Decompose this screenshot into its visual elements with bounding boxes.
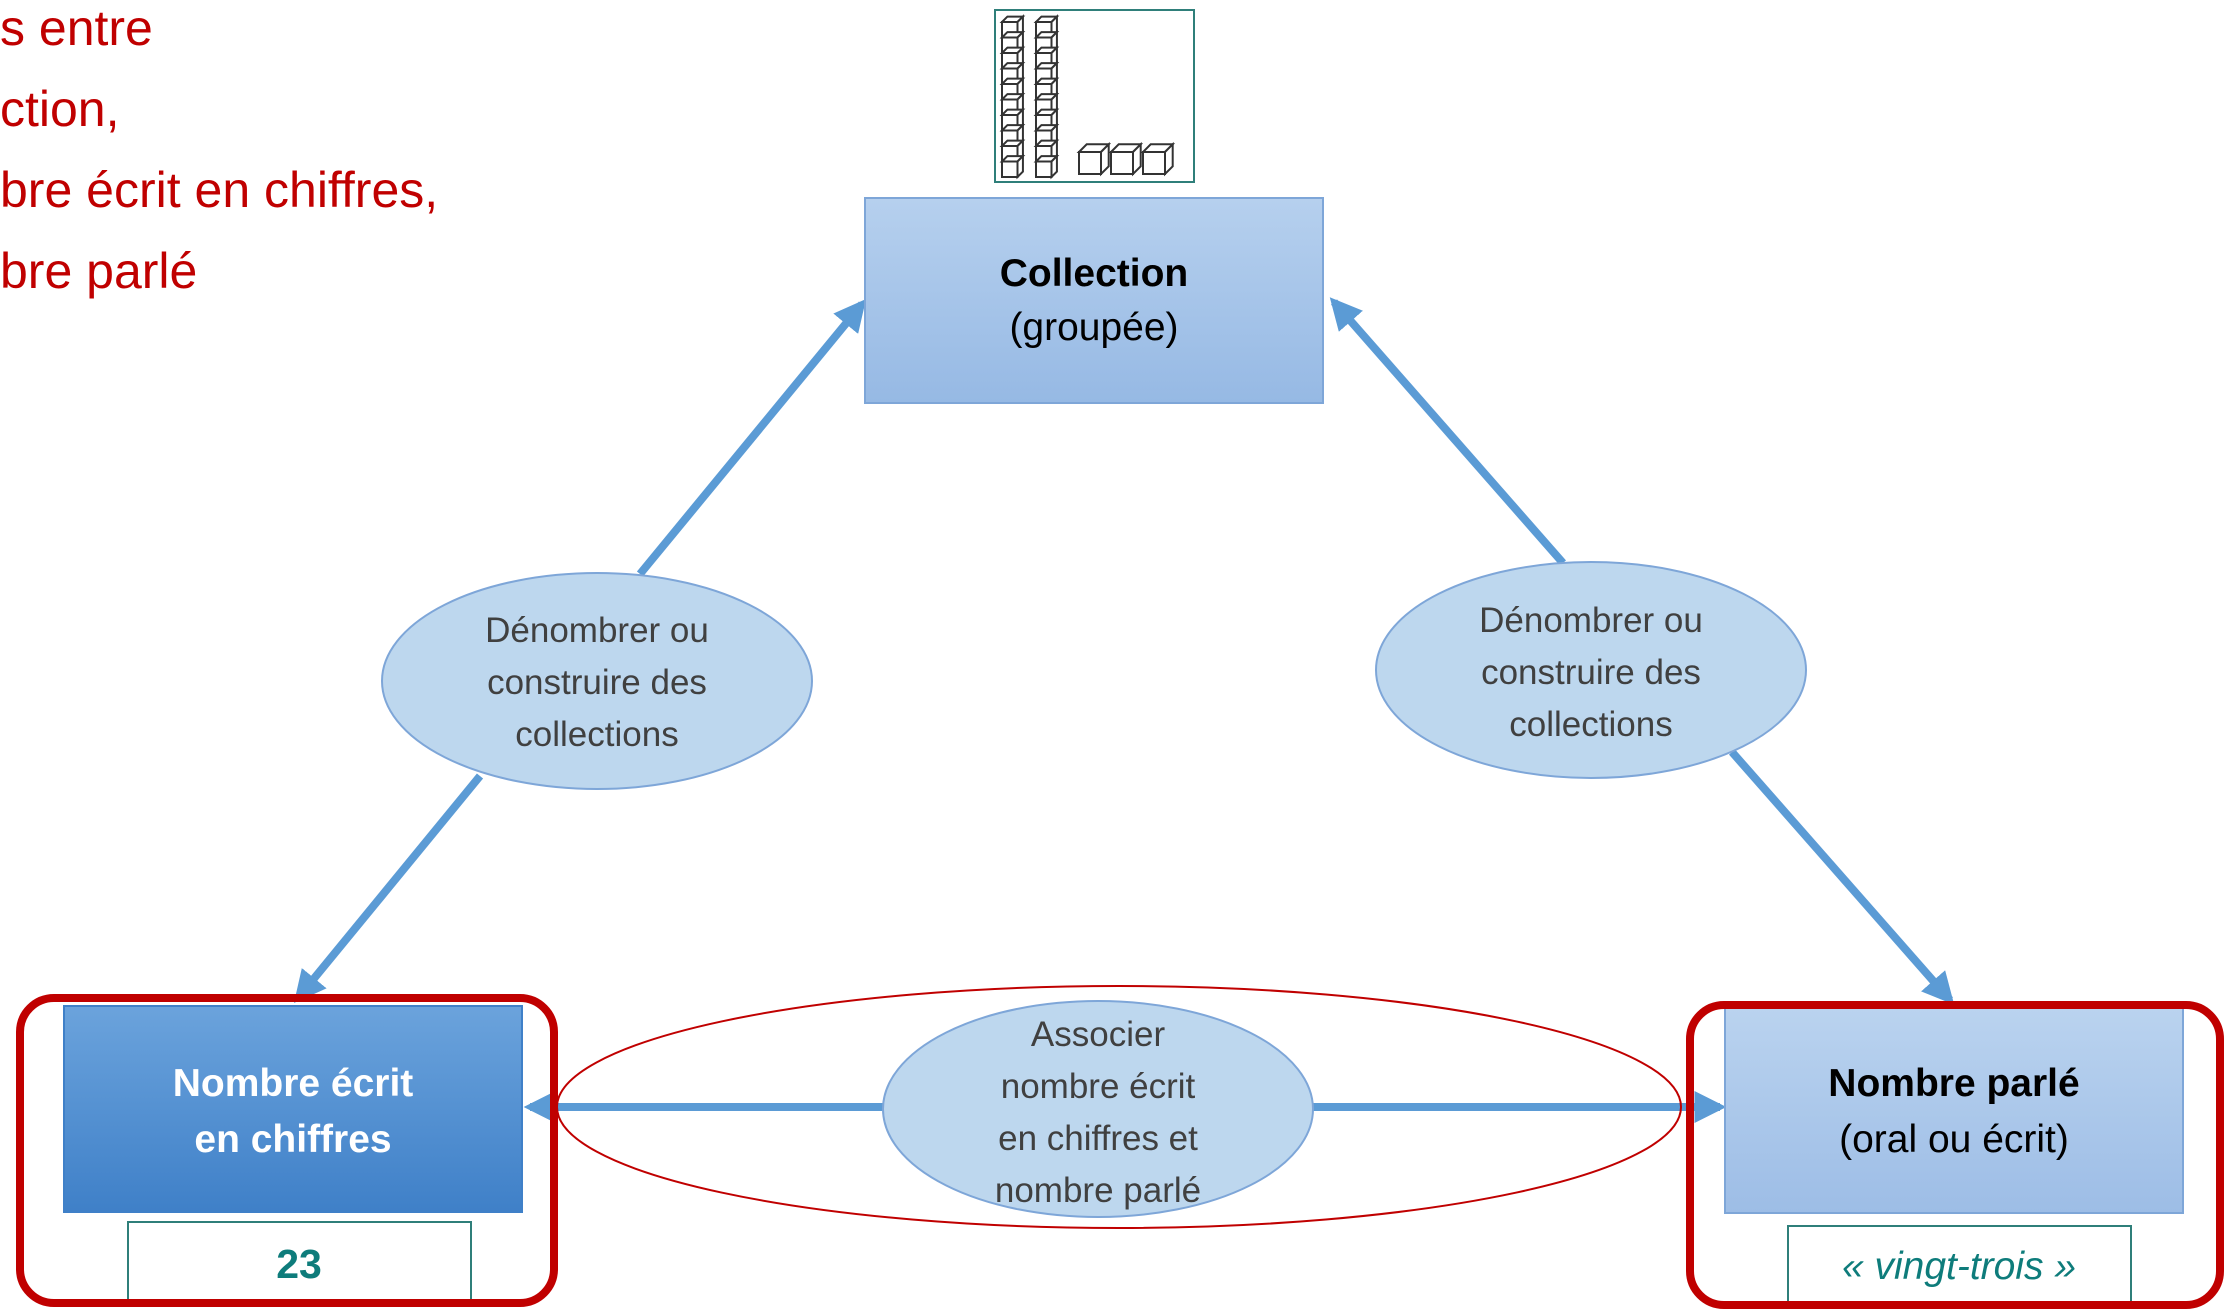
left-relation: Dénombrer ou construire des collections: [381, 572, 813, 790]
arrow-collection-to-spoken: [1728, 749, 1955, 1005]
cube-side: [1016, 153, 1024, 180]
written-number-highlight: [16, 994, 558, 1307]
slide-title: s entre ction, bre écrit en chiffres, br…: [0, 0, 438, 312]
bottom-relation: Associer nombre écrit en chiffres et nom…: [882, 1000, 1314, 1218]
cube-face: [1001, 160, 1019, 178]
written-number-example: 23: [276, 1241, 322, 1287]
written-number-node: Nombre écrit en chiffres 23: [63, 1005, 523, 1307]
slide-title-line: bre parlé: [0, 243, 198, 299]
right-relation: Dénombrer ou construire des collections: [1375, 561, 1807, 779]
slide-title-line: ction,: [0, 81, 120, 137]
written-number-label: Nombre écrit: [173, 1062, 414, 1105]
arrow-collection-to-written: [293, 773, 484, 1003]
cube-side: [1100, 141, 1110, 177]
relation-label-line: construire des: [1481, 653, 1701, 692]
relation-label-line: Dénombrer ou: [1479, 601, 1703, 640]
relation-label-line: en chiffres et: [998, 1119, 1198, 1158]
arrow-collection-to-spoken: [1329, 297, 1567, 566]
spoken-number-example: « vingt-trois »: [1842, 1245, 2076, 1288]
relation-label-line: collections: [1509, 705, 1672, 744]
relation-label-line: nombre écrit: [1001, 1067, 1196, 1106]
slide-title-line: s entre: [0, 0, 153, 56]
slide-title-line: bre écrit en chiffres,: [0, 162, 439, 218]
relation-label-line: nombre parlé: [995, 1171, 1201, 1210]
cube-face: [1110, 151, 1134, 175]
cube-face: [1142, 151, 1166, 175]
relation-label-line: Associer: [1031, 1015, 1166, 1054]
cube-face: [1035, 160, 1053, 178]
cube-face: [1078, 151, 1102, 175]
cube-side: [1050, 153, 1058, 180]
cube-side: [1164, 141, 1174, 177]
spoken-number-node: Nombre parlé (oral ou écrit) « vingt-tro…: [1724, 1007, 2184, 1307]
base-ten-blocks-icon: [994, 9, 1195, 183]
arrow-collection-to-written: [636, 299, 867, 577]
written-number-label: en chiffres: [194, 1118, 391, 1161]
cube-side: [1132, 141, 1142, 177]
spoken-number-label: Nombre parlé: [1828, 1062, 2079, 1105]
relation-label-line: Dénombrer ou: [485, 611, 709, 650]
relation-label-line: construire des: [487, 663, 707, 702]
relation-label-line: collections: [515, 715, 678, 754]
spoken-number-sublabel: (oral ou écrit): [1839, 1118, 2069, 1161]
collection-label: Collection: [1000, 252, 1189, 295]
spoken-number-highlight: [1686, 1001, 2224, 1309]
collection-sublabel: (groupée): [1009, 306, 1178, 349]
collection-node: Collection (groupée): [864, 197, 1324, 404]
